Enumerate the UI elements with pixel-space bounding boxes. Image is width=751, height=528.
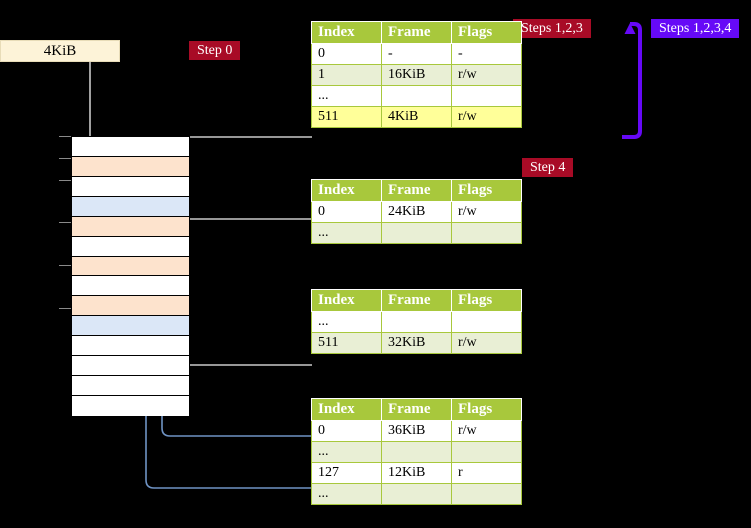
table-cell-index: ... [311, 441, 382, 463]
memory-frame-row [72, 276, 189, 297]
memory-frame-row [72, 396, 189, 416]
table-cell-flags [451, 441, 522, 463]
table-cell-frame: 24KiB [381, 201, 452, 223]
table-row: ... [311, 441, 522, 463]
table-cell-frame [381, 441, 452, 463]
table-cell-index: 511 [311, 106, 382, 128]
table-cell-flags [451, 85, 522, 107]
grid-tick-2 [59, 180, 71, 181]
table-cell-frame: 12KiB [381, 462, 452, 484]
column-header-index: Index [311, 398, 382, 421]
table-cell-frame [381, 85, 452, 107]
table-cell-index: 511 [311, 332, 382, 354]
table-cell-flags [451, 483, 522, 505]
table-cell-frame: 4KiB [381, 106, 452, 128]
table-cell-flags: r/w [451, 64, 522, 86]
table-cell-index: 0 [311, 420, 382, 442]
table-cell-flags: r/w [451, 106, 522, 128]
table-cell-flags: - [451, 43, 522, 65]
table-cell-flags: r/w [451, 201, 522, 223]
memory-frame-row [72, 356, 189, 377]
column-header-flags: Flags [451, 289, 522, 312]
badge-steps-123: Steps 1,2,3 [513, 19, 591, 38]
grid-tick-1 [59, 158, 71, 159]
column-header-index: Index [311, 289, 382, 312]
memory-frame-row [72, 336, 189, 357]
column-header-flags: Flags [451, 398, 522, 421]
badge-step-0: Step 0 [189, 41, 241, 60]
table-cell-index: ... [311, 85, 382, 107]
table-cell-frame [381, 222, 452, 244]
memory-frame-row [72, 236, 189, 257]
table-row: ... [311, 311, 522, 333]
table-row: ... [311, 222, 522, 244]
column-header-flags: Flags [451, 179, 522, 202]
memory-frame-row [72, 256, 189, 277]
grid-tick-6 [59, 265, 71, 266]
column-header-frame: Frame [381, 21, 452, 44]
table-cell-frame: 16KiB [381, 64, 452, 86]
table-cell-index: ... [311, 222, 382, 244]
table-cell-frame: 32KiB [381, 332, 452, 354]
memory-frame-row [72, 216, 189, 237]
table-cell-index: ... [311, 311, 382, 333]
column-header-frame: Frame [381, 179, 452, 202]
table-row: ... [311, 85, 522, 107]
size-label-text: 4KiB [43, 42, 77, 59]
size-label-box: 4KiB [0, 40, 120, 62]
table-cell-flags [451, 222, 522, 244]
memory-frame-row [72, 376, 189, 397]
column-header-flags: Flags [451, 21, 522, 44]
table-cell-flags: r/w [451, 420, 522, 442]
memory-frame-row [72, 137, 189, 157]
memory-frame-row [72, 296, 189, 317]
memory-frame-row [72, 176, 189, 197]
table-cell-flags [451, 311, 522, 333]
badge-step-4: Step 4 [522, 158, 574, 177]
table-cell-index: ... [311, 483, 382, 505]
table-cell-index: 0 [311, 43, 382, 65]
memory-frame-row [72, 196, 189, 217]
table-row: 0-- [311, 43, 522, 65]
table-cell-frame: - [381, 43, 452, 65]
grid-tick-8 [59, 308, 71, 309]
table-cell-frame [381, 483, 452, 505]
memory-frame-row [72, 316, 189, 337]
column-header-frame: Frame [381, 289, 452, 312]
column-header-frame: Frame [381, 398, 452, 421]
table-cell-index: 0 [311, 201, 382, 223]
grid-tick-4 [59, 222, 71, 223]
column-header-index: Index [311, 179, 382, 202]
table-cell-frame [381, 311, 452, 333]
table-cell-index: 127 [311, 462, 382, 484]
table-cell-index: 1 [311, 64, 382, 86]
grid-tick-0 [59, 136, 71, 137]
table-cell-flags: r/w [451, 332, 522, 354]
memory-grid [71, 136, 190, 416]
table-row: ... [311, 483, 522, 505]
badge-steps-1234: Steps 1,2,3,4 [651, 19, 740, 38]
column-header-index: Index [311, 21, 382, 44]
table-cell-flags: r [451, 462, 522, 484]
memory-frame-row [72, 156, 189, 177]
table-cell-frame: 36KiB [381, 420, 452, 442]
